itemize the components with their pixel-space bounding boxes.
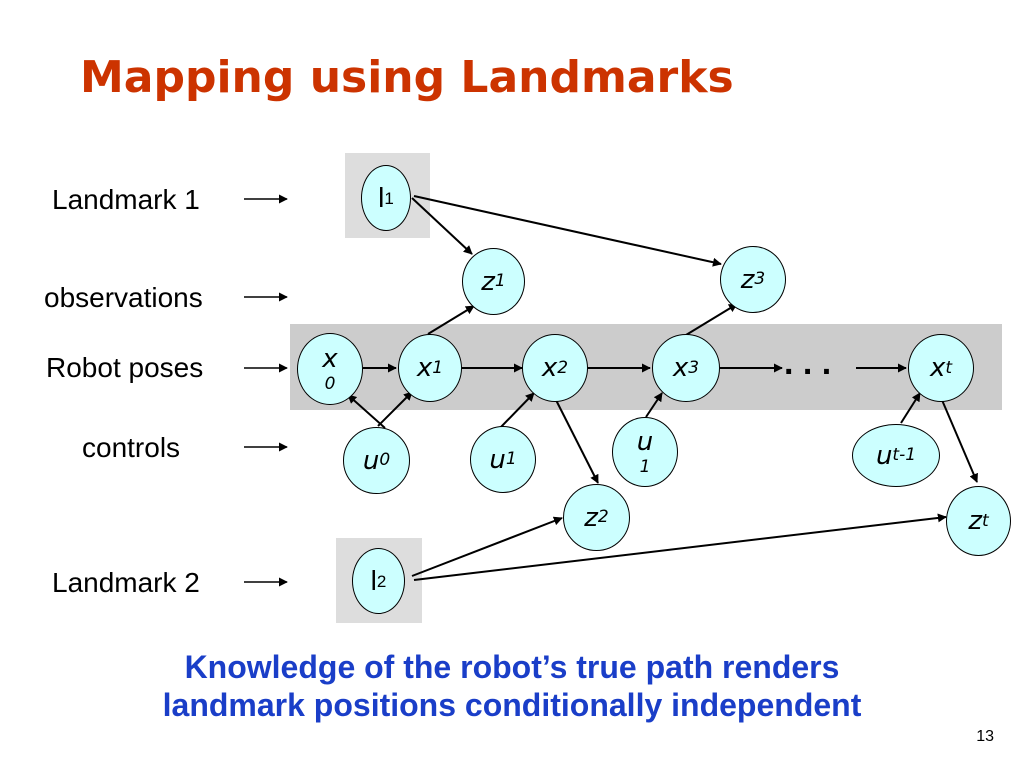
edge-x3-z3 (685, 303, 738, 336)
edge-u0-x0 (347, 394, 386, 429)
label-controls: controls (82, 432, 181, 463)
edge-l1-z1 (411, 197, 473, 255)
caption-line-1: Knowledge of the robot’s true path rende… (184, 649, 840, 685)
label-landmark-2: Landmark 2 (52, 567, 200, 598)
slide-caption: Knowledge of the robot’s true path rende… (0, 648, 1024, 725)
label-landmark-1: Landmark 1 (52, 184, 200, 215)
page-number: 13 (976, 728, 994, 745)
label-observations: observations (44, 282, 203, 313)
edge-x1-z1 (427, 305, 475, 335)
pose-sequence-ellipsis: . . . (784, 344, 832, 382)
edge-xt-zt (941, 399, 978, 483)
row-label-arrows (244, 194, 288, 587)
edge-x2-z2 (555, 399, 599, 484)
edge-u1-x2 (499, 392, 535, 429)
slide-title: Mapping using Landmarks (80, 52, 734, 103)
edge-l1-z3 (413, 195, 722, 267)
edge-l2-z2 (411, 516, 563, 577)
edge-ut1-xt (900, 392, 921, 424)
edge-u0-x1 (377, 391, 413, 427)
edge-u-x3 (645, 392, 663, 418)
label-robot-poses: Robot poses (46, 352, 204, 383)
graph-edges (347, 195, 978, 581)
caption-line-2: landmark positions conditionally indepen… (162, 687, 862, 724)
edge-l2-zt (413, 513, 947, 581)
